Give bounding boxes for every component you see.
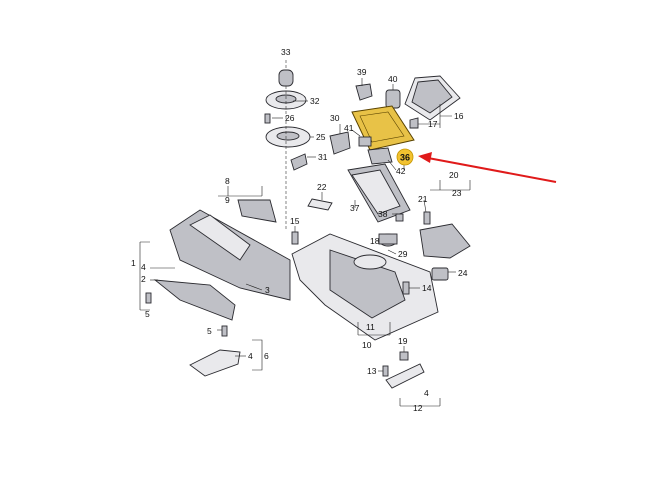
label-9[interactable]: 9 <box>225 195 230 205</box>
screw-21 <box>423 211 431 225</box>
label-4b[interactable]: 4 <box>248 351 253 361</box>
armrest-20 <box>419 223 471 259</box>
label-40[interactable]: 40 <box>388 74 398 84</box>
label-31[interactable]: 31 <box>318 152 328 162</box>
label-41[interactable]: 41 <box>344 123 354 133</box>
label-17[interactable]: 17 <box>428 119 438 129</box>
ring-32 <box>265 90 307 110</box>
socket-40 <box>385 89 401 109</box>
label-14[interactable]: 14 <box>422 283 432 293</box>
label-26[interactable]: 26 <box>285 113 295 123</box>
gear-knob-33 <box>278 60 294 87</box>
screw-14 <box>402 281 410 295</box>
callout-36[interactable]: 36 <box>396 148 414 166</box>
label-18[interactable]: 18 <box>370 236 380 246</box>
bracket-31 <box>290 153 308 171</box>
bracket-6 <box>189 349 241 377</box>
label-1[interactable]: 1 <box>131 258 136 268</box>
label-4c[interactable]: 4 <box>424 388 429 398</box>
cup-holder-cover-16 <box>404 75 461 121</box>
leader-lines <box>139 78 471 407</box>
screw-15 <box>291 231 299 245</box>
switch-42 <box>367 147 393 165</box>
clip-19 <box>399 351 409 361</box>
label-42[interactable]: 42 <box>396 166 406 176</box>
label-5a[interactable]: 5 <box>145 309 150 319</box>
trim-bracket-8-9 <box>237 199 277 223</box>
label-33[interactable]: 33 <box>281 47 291 57</box>
label-20[interactable]: 20 <box>449 170 459 180</box>
label-21[interactable]: 21 <box>418 194 428 204</box>
part-labels: 33 32 26 25 31 30 39 40 41 17 16 42 8 9 … <box>131 47 468 413</box>
ring-25 <box>265 126 311 148</box>
label-6[interactable]: 6 <box>264 351 269 361</box>
knob-39 <box>355 83 373 101</box>
bracket-30 <box>329 131 351 155</box>
clip-17 <box>409 117 419 129</box>
bracket-12 <box>385 363 425 389</box>
label-15[interactable]: 15 <box>290 216 300 226</box>
callout-36-label: 36 <box>400 153 410 163</box>
label-2[interactable]: 2 <box>141 274 146 284</box>
label-8[interactable]: 8 <box>225 176 230 186</box>
label-24[interactable]: 24 <box>458 268 468 278</box>
switch-41 <box>358 136 372 147</box>
side-panel-1 <box>169 209 291 301</box>
label-37[interactable]: 37 <box>350 203 360 213</box>
label-3[interactable]: 3 <box>265 285 270 295</box>
label-16[interactable]: 16 <box>454 111 464 121</box>
screw-5a <box>145 292 152 304</box>
label-39[interactable]: 39 <box>357 67 367 77</box>
cup-holder-18-29 <box>378 233 398 247</box>
label-22[interactable]: 22 <box>317 182 327 192</box>
console-body-10 <box>291 233 439 341</box>
label-23[interactable]: 23 <box>452 188 462 198</box>
label-38[interactable]: 38 <box>378 209 388 219</box>
clip-38 <box>395 213 404 222</box>
screw-13 <box>382 365 389 377</box>
screw-5b <box>221 325 228 337</box>
label-5b[interactable]: 5 <box>207 326 212 336</box>
cover-24 <box>431 267 449 281</box>
label-19[interactable]: 19 <box>398 336 408 346</box>
label-30[interactable]: 30 <box>330 113 340 123</box>
label-4a[interactable]: 4 <box>141 262 146 272</box>
pointer-arrow <box>418 152 557 183</box>
label-25[interactable]: 25 <box>316 132 326 142</box>
label-12[interactable]: 12 <box>413 403 423 413</box>
label-11[interactable]: 11 <box>366 322 375 332</box>
label-10[interactable]: 10 <box>362 340 372 350</box>
side-trim-1-lower <box>153 279 236 321</box>
label-32[interactable]: 32 <box>310 96 320 106</box>
support-frame-37 <box>347 163 411 223</box>
label-29[interactable]: 29 <box>398 249 408 259</box>
label-13[interactable]: 13 <box>367 366 377 376</box>
screw-26 <box>264 113 271 124</box>
insert-22 <box>307 198 333 211</box>
